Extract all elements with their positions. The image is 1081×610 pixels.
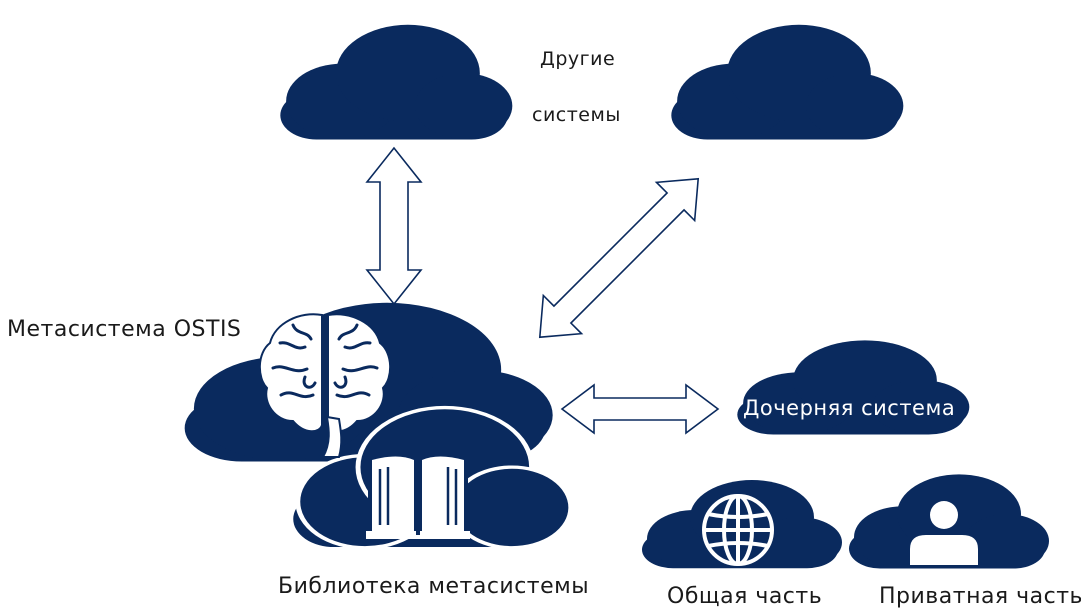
child-system-cloud — [737, 340, 970, 435]
other-systems-label-line1: Другие — [540, 48, 616, 70]
globe-icon — [702, 494, 774, 566]
private-part-label: Приватная часть — [879, 584, 1081, 609]
arrow-diagonal — [538, 177, 700, 339]
arrow-horizontal — [560, 383, 720, 435]
other-system-cloud-right — [671, 24, 904, 140]
metasystem-label: Метасистема OSTIS — [7, 317, 242, 342]
book-icon — [366, 455, 470, 539]
arrow-vertical — [365, 146, 423, 306]
other-system-cloud-left — [280, 24, 513, 140]
common-part-cloud — [642, 480, 842, 569]
child-system-label: Дочерняя система — [743, 396, 956, 420]
person-icon — [910, 501, 978, 565]
other-systems-label-line2: системы — [532, 104, 621, 126]
library-label: Библиотека метасистемы — [278, 574, 590, 599]
brain-icon — [258, 313, 392, 458]
common-part-label: Общая часть — [667, 584, 823, 609]
